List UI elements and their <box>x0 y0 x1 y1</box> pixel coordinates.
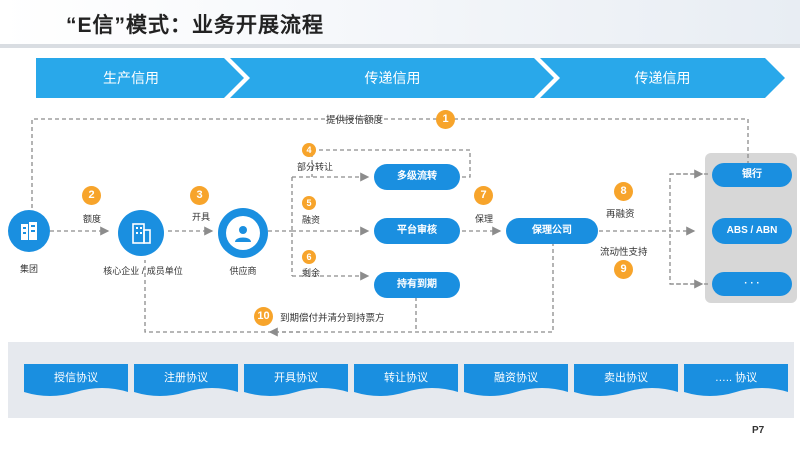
step-label-2: 额度 <box>82 214 101 224</box>
agreement-2: 注册协议 <box>164 372 208 384</box>
step-badge-6: 6 <box>302 250 316 264</box>
stage-label-2: 传递信用 <box>364 70 421 86</box>
step-label-9: 流动性支持 <box>600 247 648 258</box>
agreement-5: 融资协议 <box>494 372 538 384</box>
page-title: “E信”模式：业务开展流程 <box>66 14 325 37</box>
core-enterprise-node <box>118 210 164 256</box>
step-badge-3: 3 <box>190 186 209 205</box>
more-pill: · · · <box>712 272 792 296</box>
abs-abn-pill: ABS / ABN <box>712 218 792 244</box>
stage-chevron-3 <box>540 58 785 98</box>
supplier-node <box>218 208 268 258</box>
hold-to-maturity-pill: 持有到期 <box>374 272 460 298</box>
step-label-10: 到期偿付并清分到持票方 <box>280 313 385 324</box>
building-icon <box>21 222 37 240</box>
step-label-8: 再融资 <box>606 209 635 220</box>
step-label-4: 部分转让 <box>296 162 333 172</box>
doc-shape-5 <box>464 364 568 396</box>
credit-line <box>31 118 749 208</box>
step-badge-2: 2 <box>82 186 101 205</box>
factoring-company-pill: 保理公司 <box>506 218 598 244</box>
doc-shape-3 <box>244 364 348 396</box>
agreement-6: 卖出协议 <box>604 372 648 384</box>
stage-chevron-2 <box>230 58 554 98</box>
step-badge-5: 5 <box>302 196 316 210</box>
agreement-docs <box>24 364 788 396</box>
step-badge-1: 1 <box>436 110 455 129</box>
step-badge-8: 8 <box>614 182 633 201</box>
platform-review-pill: 平台审核 <box>374 218 460 244</box>
agreement-1: 授信协议 <box>54 372 98 384</box>
agreement-4: 转让协议 <box>384 372 428 384</box>
step-badge-4: 4 <box>302 143 316 157</box>
supplier-label: 供应商 <box>229 266 257 276</box>
stage-label-1: 生产信用 <box>103 70 159 86</box>
step-badge-9: 9 <box>614 260 633 279</box>
doc-shape-2 <box>134 364 238 396</box>
step-label-7: 保理 <box>474 214 493 224</box>
office-building-icon <box>132 223 151 244</box>
bank-pill: 银行 <box>712 163 792 187</box>
doc-shape-4 <box>354 364 458 396</box>
doc-shape-6 <box>574 364 678 396</box>
agreement-3: 开具协议 <box>274 372 318 384</box>
person-icon <box>235 226 251 242</box>
title-bar <box>0 0 800 44</box>
stage-label-3: 传递信用 <box>634 70 691 86</box>
step-label-3: 开具 <box>191 212 210 222</box>
multi-loop <box>311 149 471 178</box>
page-number: P7 <box>752 425 765 436</box>
multi-transfer-pill: 多级流转 <box>374 164 460 190</box>
panel-connector <box>669 173 708 285</box>
repayment-line <box>144 242 554 333</box>
title-divider <box>0 44 800 48</box>
step-label-6: 剩余 <box>301 268 320 278</box>
group-label: 集团 <box>19 264 38 274</box>
core-enterprise-label: 核心企业 / 成员单位 <box>103 266 183 276</box>
step-label-1: 提供授信额度 <box>326 115 384 126</box>
agreement-7: ….. 协议 <box>714 372 758 384</box>
step-label-5: 融资 <box>301 215 320 225</box>
doc-shape-1 <box>24 364 128 396</box>
step-badge-7: 7 <box>474 186 493 205</box>
stage-chevron-1 <box>36 58 244 98</box>
stage-chevrons <box>36 58 785 98</box>
doc-shape-7 <box>684 364 788 396</box>
step-badge-10: 10 <box>254 307 273 326</box>
group-node <box>8 210 50 252</box>
